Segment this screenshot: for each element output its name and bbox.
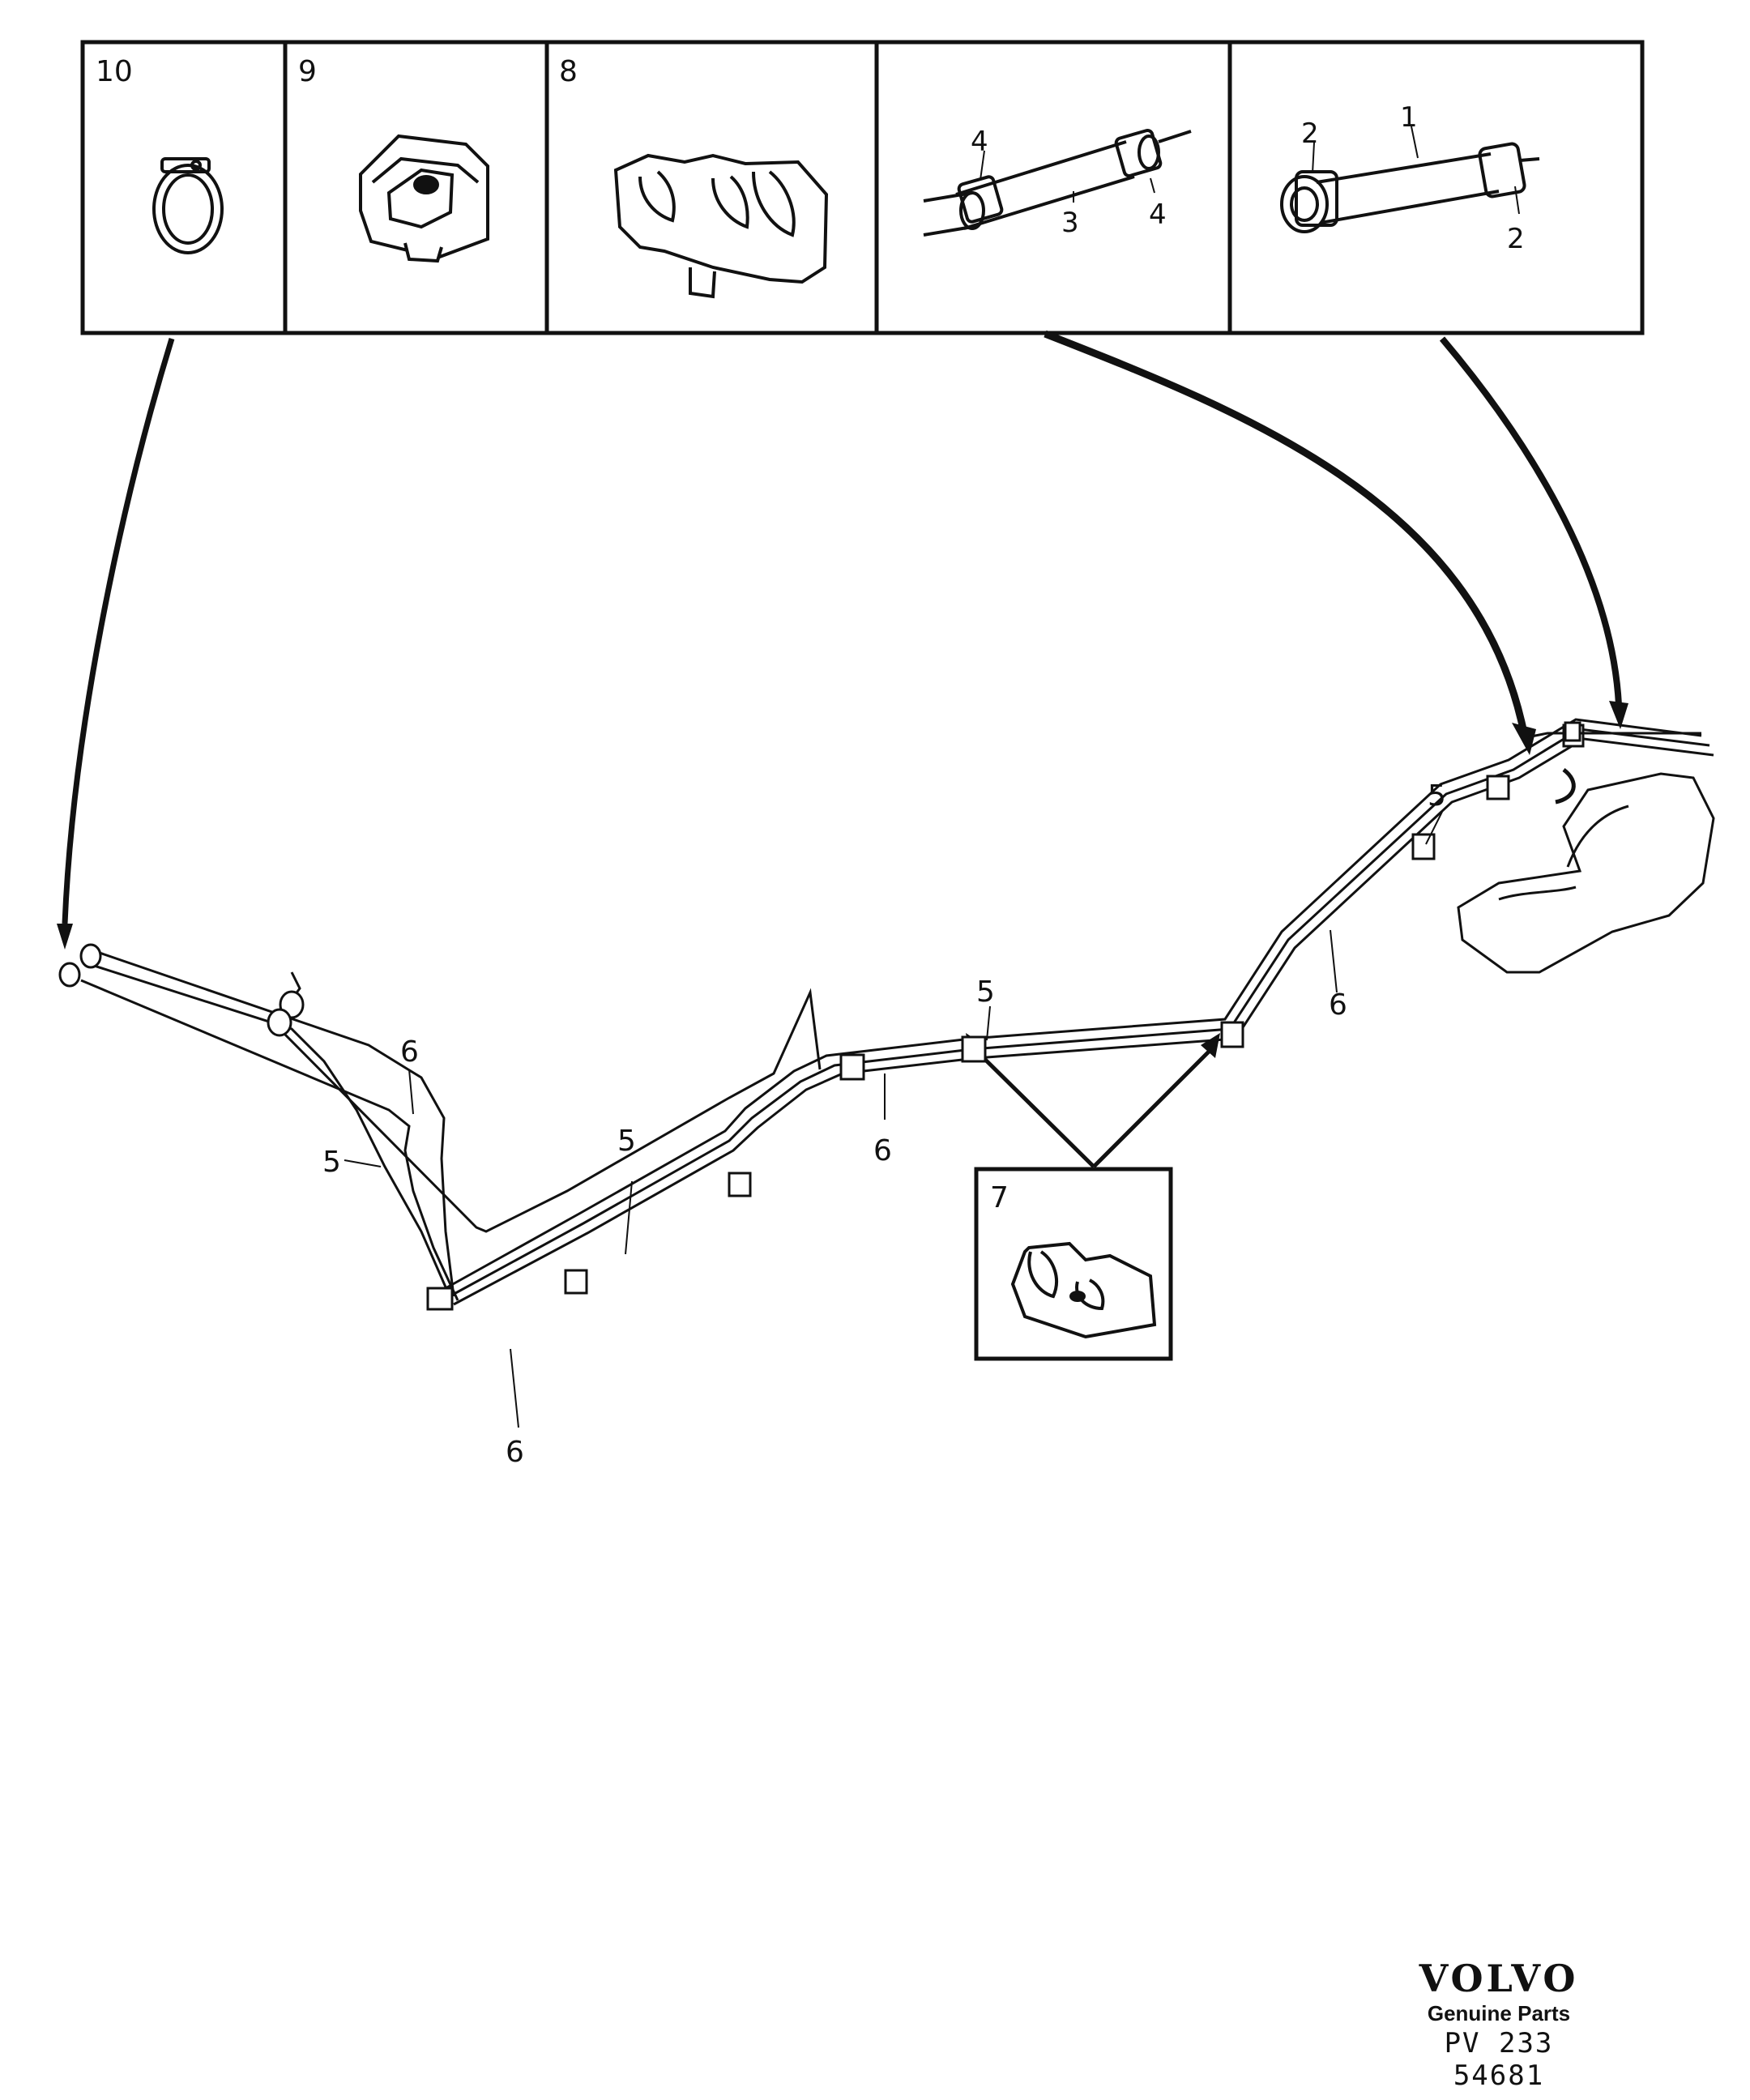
callout-2-top: 2 bbox=[1301, 117, 1319, 150]
hose-assembly-icon bbox=[923, 129, 1192, 237]
callout-5-left-mid: 5 bbox=[617, 1125, 636, 1158]
box-7 bbox=[974, 1167, 1173, 1361]
brand-subtitle: Genuine Parts bbox=[1427, 2001, 1571, 2025]
callout-6-center: 6 bbox=[873, 1134, 892, 1167]
callout-8: 8 bbox=[559, 55, 578, 88]
pipe-clips bbox=[426, 723, 1585, 1311]
callout-6-rear: 6 bbox=[1329, 988, 1347, 1022]
callout-5-left: 5 bbox=[322, 1146, 341, 1179]
rear-junction-icon bbox=[1526, 721, 1701, 805]
callout-1: 1 bbox=[1400, 101, 1418, 134]
clip-nut-icon bbox=[359, 134, 489, 263]
callout-3: 3 bbox=[1061, 207, 1079, 239]
brake-pipes bbox=[80, 718, 1714, 1306]
parts-strip bbox=[80, 40, 1645, 335]
callout-6-upper-left: 6 bbox=[400, 1035, 419, 1069]
callout-2-bottom: 2 bbox=[1507, 223, 1525, 255]
part-code: PV 233 54681 bbox=[1444, 2027, 1554, 2092]
hose-clamps-icon bbox=[1280, 142, 1540, 233]
callout-7: 7 bbox=[990, 1181, 1009, 1214]
callout-5-center: 5 bbox=[976, 975, 995, 1009]
volvo-logo: VOLVO bbox=[1419, 1957, 1579, 2000]
pipe-clip-detail-icon bbox=[1010, 1241, 1157, 1339]
callout-4-left: 4 bbox=[971, 126, 988, 158]
callout-4-right: 4 bbox=[1149, 198, 1167, 231]
front-hose-ends-icon bbox=[58, 943, 305, 1037]
brand-block: VOLVO Genuine Parts PV 233 54681 bbox=[1394, 1957, 1604, 2092]
callout-10: 10 bbox=[96, 55, 133, 88]
hose-clamp-icon bbox=[152, 157, 224, 254]
rear-axle-outline-icon bbox=[1457, 772, 1715, 974]
leader-arrows bbox=[62, 330, 1622, 1168]
callout-6-bottom: 6 bbox=[506, 1436, 524, 1469]
callout-5-rear: 5 bbox=[1428, 779, 1446, 813]
callout-9: 9 bbox=[298, 55, 317, 88]
double-pipe-clip-icon bbox=[613, 153, 829, 299]
